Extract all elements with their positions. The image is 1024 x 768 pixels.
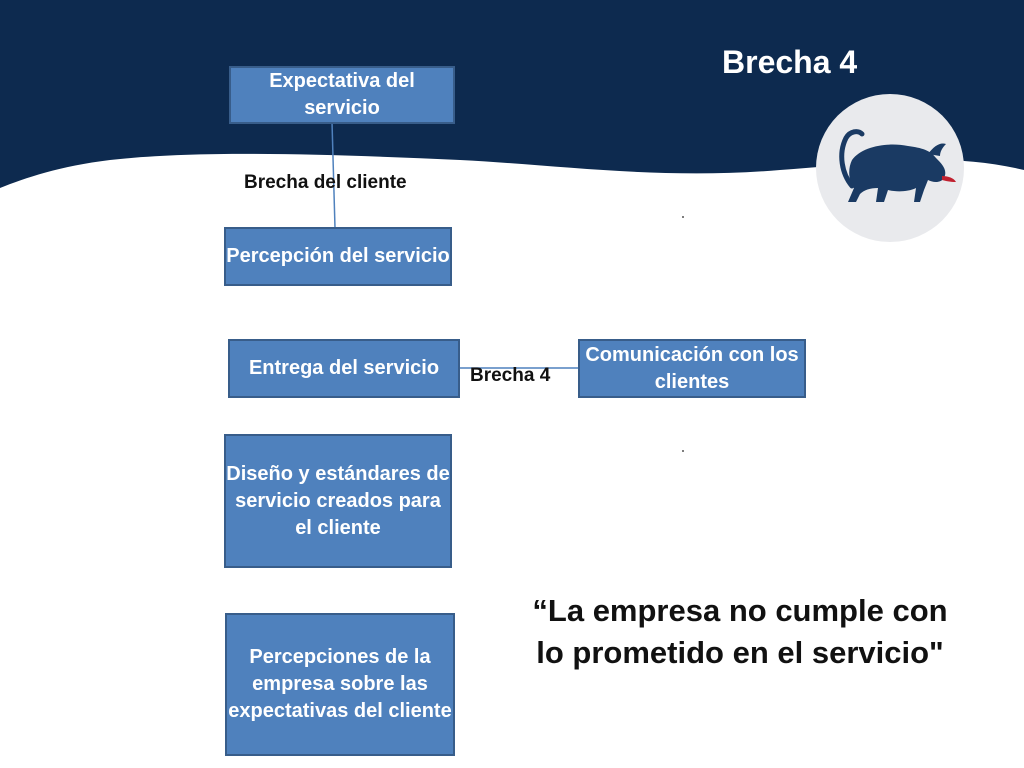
box-percepcion-servicio: Percepción del servicio [224,227,452,286]
logo [816,94,964,242]
box-percepciones-empresa: Percepciones de la empresa sobre las exp… [225,613,455,756]
box-comunicacion-label: Comunicación con los clientes [585,343,799,393]
box-expectativa-servicio: Expectativa del servicio [229,66,455,124]
header-wave-background [0,0,1024,188]
bull-icon [839,129,956,202]
decorative-dot [682,216,684,218]
label-brecha-4: Brecha 4 [470,365,551,386]
box-percepciones-empresa-label: Percepciones de la empresa sobre las exp… [228,646,452,722]
decorative-dot [682,450,684,452]
box-diseno-estandares: Diseño y estándares de servicio creados … [224,434,452,568]
box-entrega-servicio: Entrega del servicio [228,339,460,398]
slide-title: Brecha 4 [722,44,858,80]
box-expectativa-label: Expectativa del servicio [269,70,415,119]
box-diseno-label: Diseño y estándares de servicio creados … [226,462,450,539]
quote-text: “La empresa no cumple con lo prometido e… [532,593,948,670]
box-percepcion-label: Percepción del servicio [226,245,450,267]
label-brecha-cliente: Brecha del cliente [244,172,407,193]
box-comunicacion-clientes: Comunicación con los clientes [578,339,806,398]
box-entrega-label: Entrega del servicio [248,357,440,379]
